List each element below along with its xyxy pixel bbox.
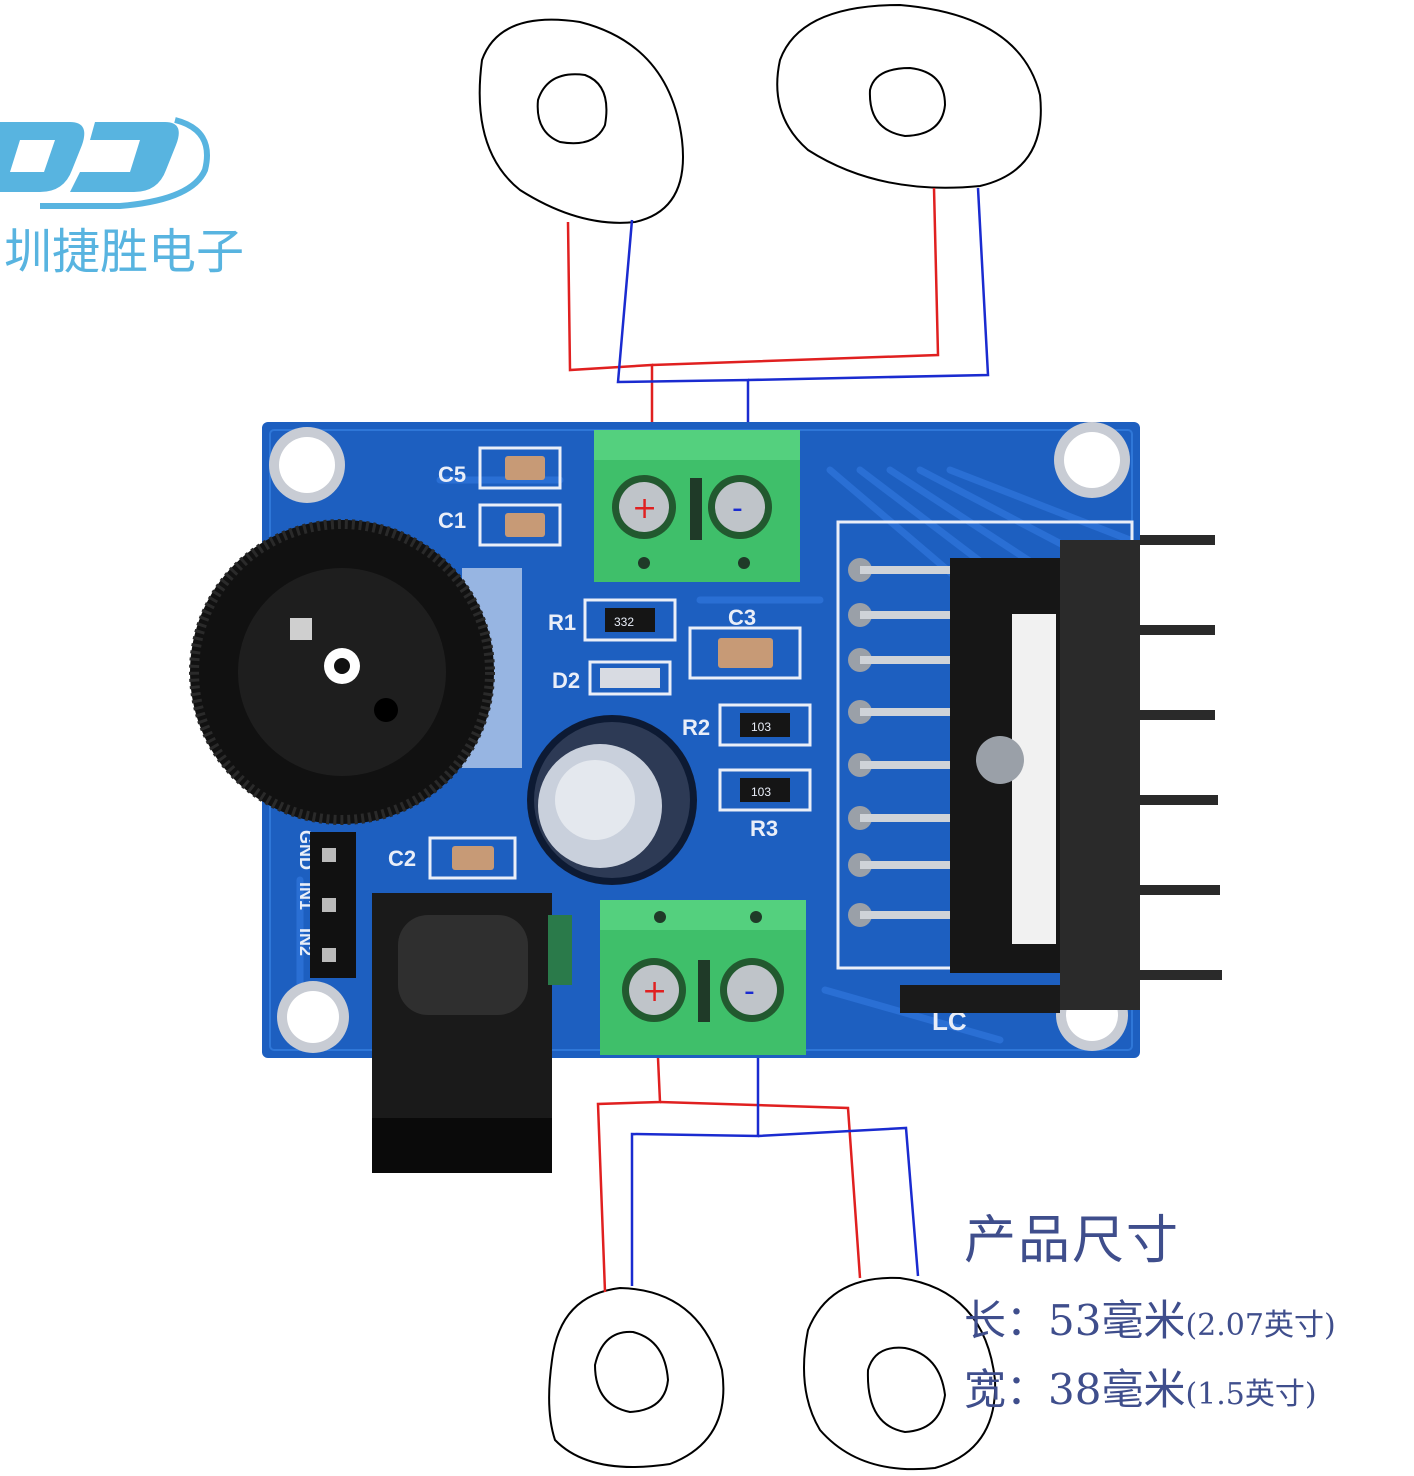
brand-name: 圳捷胜电子 (4, 224, 245, 280)
label-r2: R2 (682, 715, 710, 740)
width-row: 宽：38毫米(1.5英寸) (964, 1356, 1336, 1417)
dimensions-title: 产品尺寸 (964, 1211, 1181, 1271)
capacitor-c1 (478, 503, 562, 547)
dc-power-jack (372, 893, 572, 1173)
label-c3: C3 (728, 605, 756, 630)
label-d2: D2 (552, 668, 580, 693)
resistor-r3 (718, 768, 812, 812)
speaker-top-right (776, 3, 1042, 189)
speaker-bottom-left (548, 1286, 725, 1468)
width-inch: (1.5英寸) (1185, 1377, 1317, 1412)
terminal-bottom-minus: - (744, 974, 755, 1009)
qd-logo-icon (0, 117, 210, 209)
width-label: 宽： (964, 1365, 1049, 1414)
product-dimensions: 产品尺寸 长：53毫米(2.07英寸) 宽：38毫米(1.5英寸) (964, 1198, 1336, 1425)
terminal-top-plus: + (632, 491, 657, 526)
label-c1: C1 (438, 508, 466, 533)
r1-value: 332 (614, 615, 634, 629)
capacitor-c2 (428, 836, 517, 880)
label-r1: R1 (548, 610, 576, 635)
resistor-r1 (583, 598, 677, 642)
speaker-terminal-bottom (600, 900, 806, 1055)
mounting-hole (269, 427, 345, 503)
label-c5: C5 (438, 462, 466, 487)
length-row: 长：53毫米(2.07英寸) (964, 1287, 1336, 1348)
wires-negative (616, 187, 990, 1286)
mounting-hole (1054, 422, 1130, 498)
r2-value: 103 (751, 720, 771, 734)
length-value: 53毫米 (1048, 1296, 1186, 1345)
length-inch: (2.07英寸) (1185, 1308, 1336, 1343)
label-r3: R3 (750, 816, 778, 841)
wires-positive (566, 187, 940, 1293)
speaker-terminal-top (594, 430, 800, 582)
resistor-r2 (718, 703, 812, 747)
terminal-top-minus: - (732, 491, 743, 526)
mounting-hole (277, 981, 349, 1053)
amplifier-ic (848, 535, 1222, 1013)
speaker-top-left (478, 18, 684, 224)
diode-d2 (588, 660, 672, 696)
capacitor-c5 (478, 446, 562, 490)
r3-value: 103 (751, 785, 771, 799)
label-c2: C2 (388, 846, 416, 871)
speaker-bottom-right (803, 1276, 997, 1471)
electrolytic-capacitor (527, 715, 697, 885)
width-value: 38毫米 (1048, 1365, 1186, 1414)
terminal-bottom-plus: + (642, 974, 667, 1009)
volume-potentiometer (189, 519, 522, 825)
length-label: 长： (964, 1296, 1049, 1345)
capacitor-c3 (688, 626, 802, 680)
pin-header (310, 832, 356, 978)
